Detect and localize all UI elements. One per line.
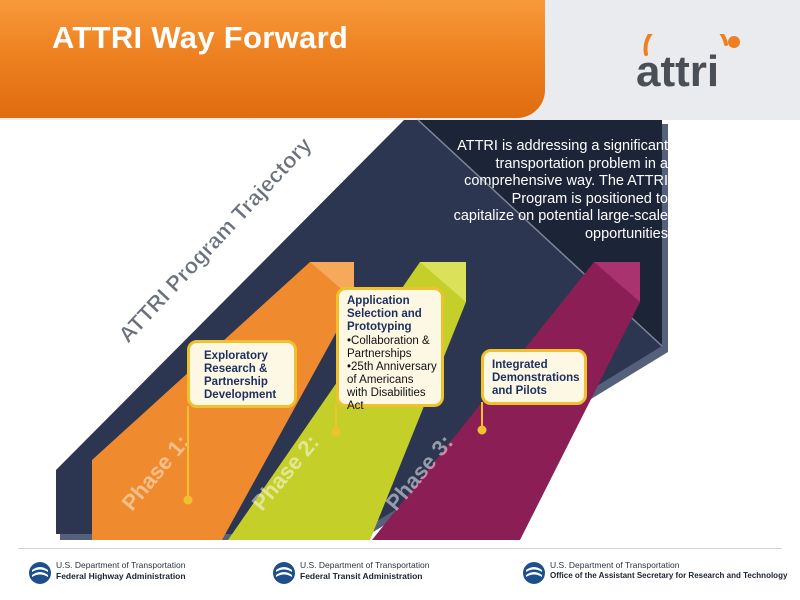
logo-text: attri <box>636 47 719 94</box>
callout-text: ATTRI is addressing a significant transp… <box>453 138 668 242</box>
agency-department: U.S. Department of Transportation <box>300 560 430 570</box>
agency-name: Federal Transit Administration <box>300 571 423 581</box>
agency-fta: U.S. Department of Transportation Federa… <box>272 558 472 590</box>
attri-logo-icon: attri <box>636 34 740 94</box>
phase-1-box: Exploratory Research & Partnership Devel… <box>187 340 297 408</box>
phase-2-bullets: Collaboration & Partnerships 25th Annive… <box>347 335 437 413</box>
footer: U.S. Department of Transportation Federa… <box>0 548 800 600</box>
footer-divider <box>18 548 782 549</box>
title-band <box>0 0 545 118</box>
agency-name: Office of the Assistant Secretary for Re… <box>550 571 788 580</box>
slide-title: ATTRI Way Forward <box>52 20 349 55</box>
phase-2-box-title: Application Selection and Prototyping <box>347 295 422 333</box>
phase-3-marker <box>477 425 487 435</box>
phase-2-marker <box>331 427 341 437</box>
phase-3-box: Integrated Demonstrations and Pilots <box>481 349 587 405</box>
dot-seal-icon <box>273 562 295 584</box>
phase-1-box-title: Exploratory Research & Partnership Devel… <box>204 350 277 401</box>
agency-ost-r: U.S. Department of Transportation Office… <box>522 558 787 590</box>
phase-2-box: Application Selection and Prototyping Co… <box>336 287 444 412</box>
agency-name: Federal Highway Administration <box>56 571 186 581</box>
phase-3-box-title: Integrated Demonstrations and Pilots <box>492 359 580 397</box>
phase-2-bullet: 25th Anniversary of Americans with Disab… <box>347 361 437 413</box>
phase-1-marker <box>183 495 193 505</box>
agency-department: U.S. Department of Transportation <box>550 560 680 570</box>
dot-seal-icon <box>523 562 545 584</box>
phase-2-bullet: Collaboration & Partnerships <box>347 335 437 361</box>
slide-header: ATTRI Way Forward attri <box>0 0 800 120</box>
agency-fhwa: U.S. Department of Transportation Federa… <box>28 558 248 590</box>
dot-seal-icon <box>29 562 51 584</box>
agency-department: U.S. Department of Transportation <box>56 560 186 570</box>
